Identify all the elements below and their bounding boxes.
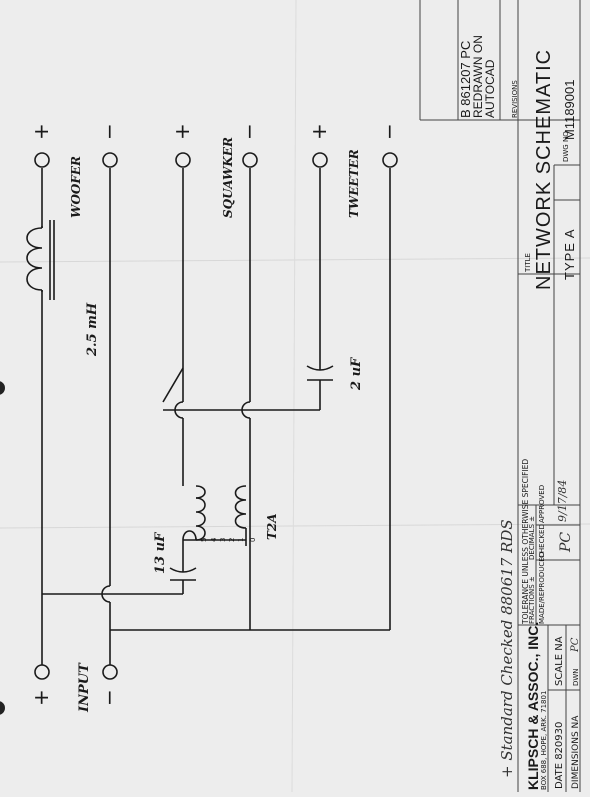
tweeter-plus-sign: +	[307, 123, 331, 140]
decimals-text: DECIMALS ±	[528, 516, 536, 560]
made-label: MADE/REPRODUCED	[538, 552, 546, 624]
tweeter-cap-label: 2 uF	[349, 357, 364, 391]
tolerance-text: TOLERANCE UNLESS OTHERWISE SPECIFIED	[521, 459, 530, 625]
checked-initials: PC	[558, 532, 574, 553]
input-minus-terminal	[102, 664, 118, 680]
tap-label: 0	[249, 538, 257, 542]
woofer-plus-terminal	[34, 152, 50, 168]
title-block: KLIPSCH & ASSOC., INC. BOX 688, HOPE, AR…	[419, 0, 581, 792]
drawn-label: DWN	[572, 668, 580, 686]
drawing-number: M1189001	[562, 80, 577, 140]
squawker-minus-sign: −	[237, 123, 261, 140]
autotransformer-label: T2A	[265, 513, 279, 540]
fold-crease	[291, 0, 297, 793]
scale-field: SCALE NA	[554, 636, 565, 686]
revision-text: AUTOCAD	[483, 59, 497, 118]
tweeter-minus-sign: −	[377, 123, 401, 140]
woofer-plus-sign: +	[29, 123, 53, 140]
circuit-wiring	[26, 168, 391, 665]
company-name: KLIPSCH & ASSOC., INC.	[525, 622, 541, 790]
inductor-label: 2.5 mH	[85, 302, 100, 357]
tweeter-plus-terminal	[312, 152, 328, 168]
tap-label: 5	[200, 538, 208, 542]
drawing-type: TYPE A	[562, 228, 577, 280]
revision-entry: B 861207 PC	[458, 41, 473, 118]
revisions-label: REVISIONS	[511, 80, 519, 118]
polarity-signs: + − + − + − + −	[29, 123, 401, 706]
input-plus-sign: +	[29, 689, 53, 706]
squawker-plus-terminal	[175, 152, 191, 168]
handwritten-note: + Standard Checked 880617 RDS	[498, 519, 516, 778]
woofer-minus-terminal	[102, 152, 118, 168]
punch-hole	[0, 381, 5, 395]
input-plus-terminal	[34, 664, 50, 680]
drawing-title: NETWORK SCHEMATIC	[533, 49, 555, 290]
fractions-text: FRACTIONS ±	[528, 576, 536, 624]
input-minus-sign: −	[97, 689, 121, 706]
t2a-coil	[195, 485, 206, 499]
approved-label: APPROVED	[538, 485, 546, 523]
date-field: DATE 820930	[554, 722, 565, 789]
crossover-hop	[241, 401, 251, 419]
tweeter-minus-terminal	[382, 152, 398, 168]
squawker-label: SQUAWKER	[221, 137, 235, 218]
title-label: TITLE	[524, 253, 532, 273]
terminals	[34, 152, 398, 680]
company-address: BOX 688, HOPE, ARK. 71801	[540, 691, 548, 790]
approved-signature: 9/17/84	[556, 480, 569, 522]
dwg-label: DWG NO	[562, 131, 570, 162]
revision-text: REDRAWN ON	[471, 35, 485, 118]
squawker-plus-sign: +	[170, 123, 194, 140]
input-cap-label: 13 uF	[153, 532, 168, 574]
t2a-coil	[195, 497, 206, 541]
squawker-link	[162, 367, 184, 403]
fold-crease	[0, 523, 590, 529]
tap-label: 2	[228, 538, 236, 542]
tap-label: 4	[210, 537, 218, 542]
inductor-coil	[26, 227, 43, 291]
tap-label: 3	[219, 538, 227, 542]
squawker-minus-terminal	[242, 152, 258, 168]
t2a-windings	[234, 485, 247, 529]
tap-label: 1	[237, 538, 245, 542]
woofer-minus-sign: −	[97, 123, 121, 140]
component-labels: INPUT WOOFER SQUAWKER TWEETER 2.5 mH 2 u…	[69, 137, 364, 713]
dimensions-field: DIMENSIONS NA	[571, 715, 581, 789]
drawn-initials: PC	[570, 637, 581, 653]
tweeter-label: TWEETER	[347, 149, 361, 218]
checked-label: CHECKED	[538, 524, 546, 558]
punch-hole	[0, 701, 5, 715]
woofer-label: WOOFER	[69, 156, 83, 218]
input-label: INPUT	[77, 662, 92, 713]
